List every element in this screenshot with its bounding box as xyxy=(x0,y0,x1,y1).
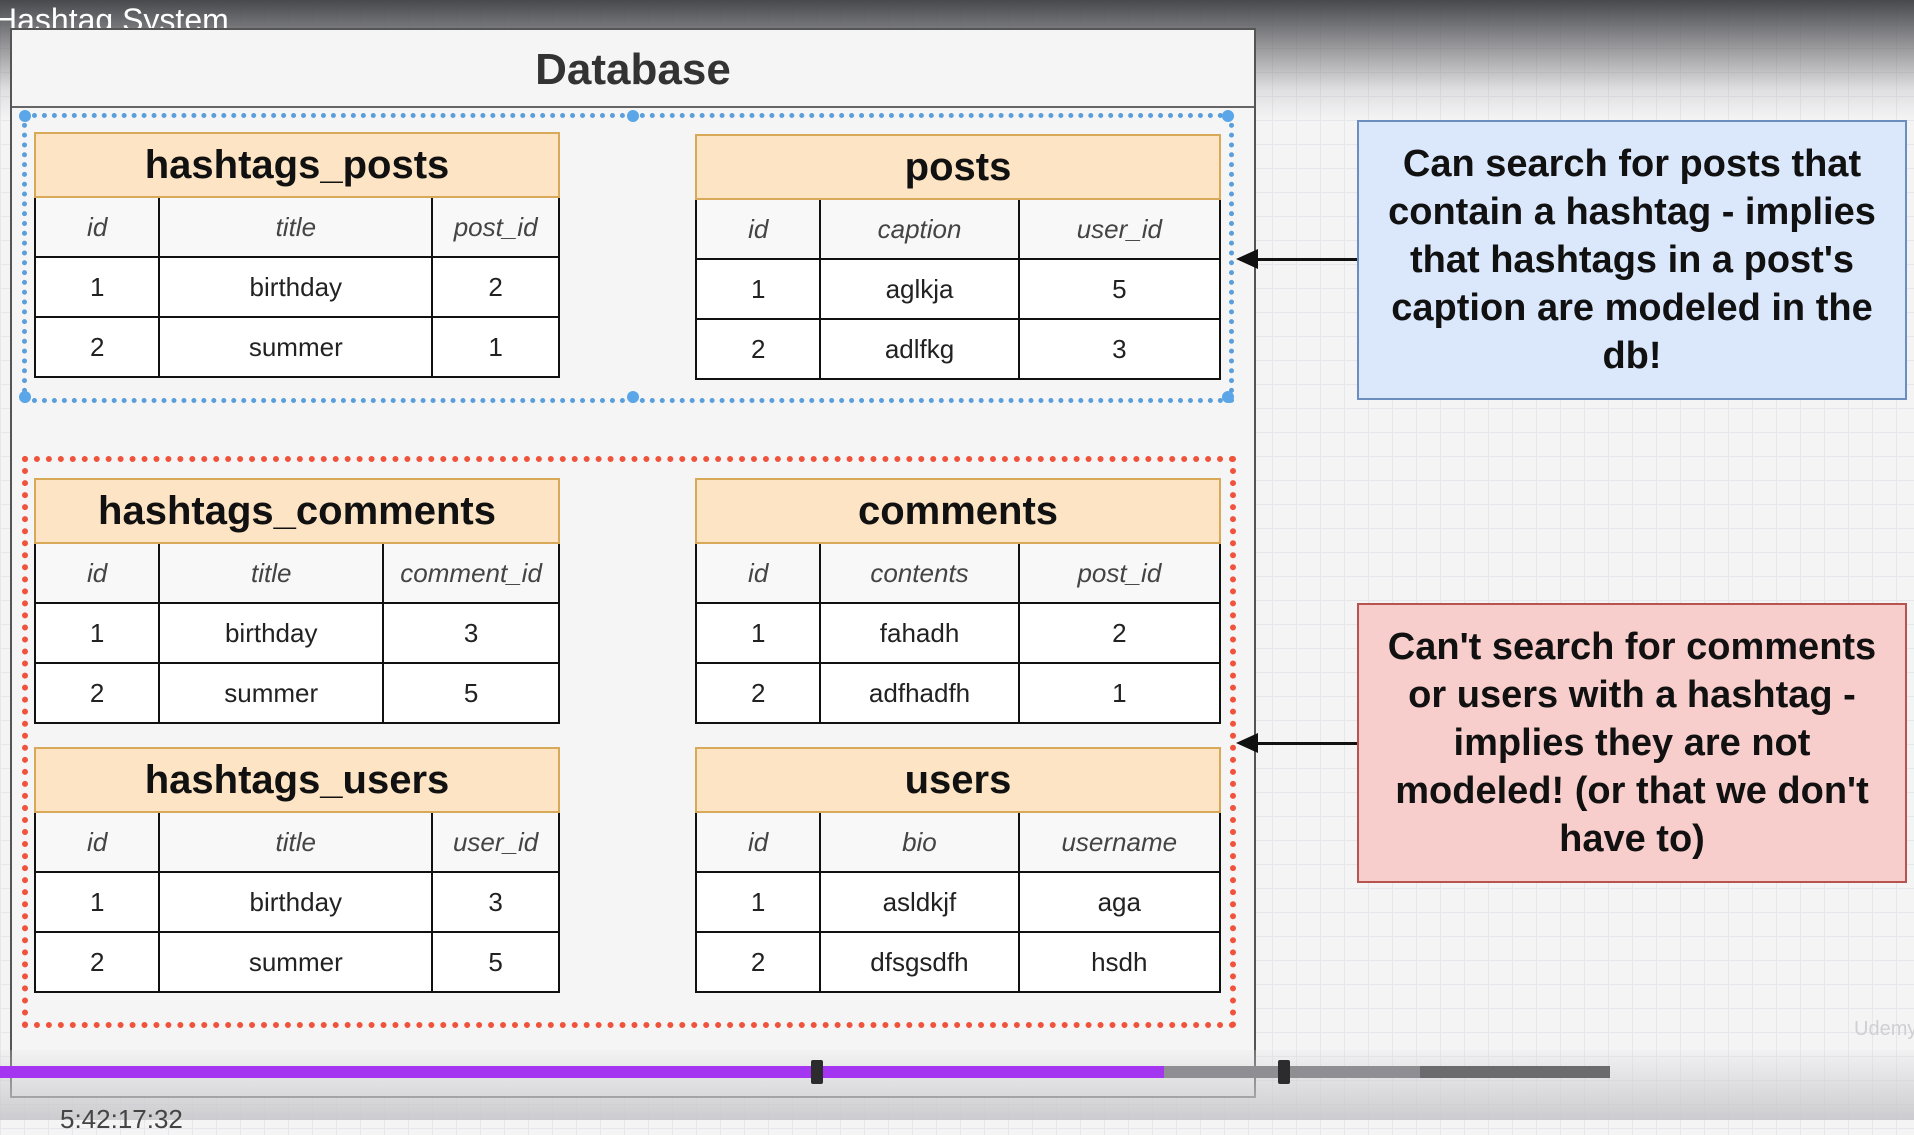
table-cell: summer xyxy=(158,662,385,724)
column-header: id xyxy=(33,542,161,604)
column-header: username xyxy=(1017,811,1222,873)
table-row: 2 summer 1 xyxy=(33,316,560,378)
table-cell: 2 xyxy=(694,662,822,724)
table-cell: summer xyxy=(158,316,434,378)
users-table[interactable]: users id bio username 1 asldkjf aga 2 df… xyxy=(694,747,1222,993)
progress-scrubber-handle[interactable] xyxy=(1278,1060,1290,1084)
column-header: post_id xyxy=(431,196,560,258)
table-cell: 5 xyxy=(382,662,560,724)
selection-handle-bm[interactable] xyxy=(627,391,639,403)
table-row: 2 summer 5 xyxy=(33,931,560,993)
modeled-note[interactable]: Can search for posts that contain a hash… xyxy=(1357,120,1907,400)
table-name: comments xyxy=(695,478,1221,544)
table-cell: 2 xyxy=(33,316,161,378)
table-cell: 1 xyxy=(694,602,822,664)
table-cell: 2 xyxy=(694,931,822,993)
table-row: 2 summer 5 xyxy=(33,662,560,724)
table-cell: 2 xyxy=(431,256,560,318)
not-modeled-note[interactable]: Can't search for comments or users with … xyxy=(1357,603,1907,883)
table-cell: hsdh xyxy=(1017,931,1222,993)
database-title: Database xyxy=(12,30,1254,108)
posts-table[interactable]: posts id caption user_id 1 aglkja 5 2 ad… xyxy=(694,134,1222,380)
hashtags-posts-table[interactable]: hashtags_posts id title post_id 1 birthd… xyxy=(33,132,560,378)
table-row: 1 asldkjf aga xyxy=(694,871,1222,933)
table-cell: 5 xyxy=(431,931,560,993)
table-cell: 1 xyxy=(33,602,161,664)
table-cell: birthday xyxy=(158,602,385,664)
table-cell: 1 xyxy=(694,258,822,320)
table-name: posts xyxy=(695,134,1221,200)
table-row: 2 dfsgsdfh hsdh xyxy=(694,931,1222,993)
udemy-watermark: Udemy xyxy=(1854,1018,1914,1040)
table-cell: 1 xyxy=(694,871,822,933)
column-header: caption xyxy=(819,198,1020,260)
table-row: 1 birthday 3 xyxy=(33,602,560,664)
table-cell: 3 xyxy=(382,602,560,664)
column-header: comment_id xyxy=(382,542,560,604)
table-cell: 3 xyxy=(1017,318,1222,380)
table-cell: birthday xyxy=(158,256,434,318)
table-cell: summer xyxy=(158,931,434,993)
table-row: 1 aglkja 5 xyxy=(694,258,1222,320)
column-header: title xyxy=(158,196,434,258)
table-row: 1 birthday 3 xyxy=(33,871,560,933)
progress-played-bar[interactable] xyxy=(0,1066,1164,1078)
unmodeled-tables-group[interactable] xyxy=(22,456,1236,1028)
table-cell: 1 xyxy=(431,316,560,378)
table-row: 1 fahadh 2 xyxy=(694,602,1222,664)
arrow-to-unmodeled-group[interactable] xyxy=(1236,733,1357,753)
table-cell: dfsgsdfh xyxy=(819,931,1020,993)
table-row: 2 adfhadfh 1 xyxy=(694,662,1222,724)
selection-handle-bl[interactable] xyxy=(19,391,31,403)
column-header: user_id xyxy=(431,811,560,873)
table-cell: adfhadfh xyxy=(819,662,1020,724)
hashtags-users-table[interactable]: hashtags_users id title user_id 1 birthd… xyxy=(33,747,560,993)
table-cell: aglkja xyxy=(819,258,1020,320)
table-row: 2 adlfkg 3 xyxy=(694,318,1222,380)
column-header: id xyxy=(33,811,161,873)
column-header: id xyxy=(694,542,822,604)
arrow-to-posts-group[interactable] xyxy=(1236,249,1357,269)
selection-handle-br[interactable] xyxy=(1222,391,1234,403)
table-cell: 2 xyxy=(1017,602,1222,664)
table-cell: 2 xyxy=(694,318,822,380)
table-cell: adlfkg xyxy=(819,318,1020,380)
column-header: title xyxy=(158,811,434,873)
table-cell: fahadh xyxy=(819,602,1020,664)
column-header: post_id xyxy=(1017,542,1222,604)
selection-handle-tl[interactable] xyxy=(19,110,31,122)
column-header: contents xyxy=(819,542,1020,604)
table-name: hashtags_comments xyxy=(34,478,560,544)
selection-box[interactable] xyxy=(19,110,1234,403)
table-cell: 2 xyxy=(33,931,161,993)
table-cell: 5 xyxy=(1017,258,1222,320)
table-cell: aga xyxy=(1017,871,1222,933)
table-cell: 3 xyxy=(431,871,560,933)
table-cell: 1 xyxy=(1017,662,1222,724)
comments-table[interactable]: comments id contents post_id 1 fahadh 2 … xyxy=(694,478,1222,724)
table-cell: 1 xyxy=(33,871,161,933)
column-header: id xyxy=(33,196,161,258)
table-name: hashtags_users xyxy=(34,747,560,813)
column-header: bio xyxy=(819,811,1020,873)
column-header: title xyxy=(158,542,385,604)
selection-handle-tr[interactable] xyxy=(1222,110,1234,122)
chapter-marker xyxy=(811,1060,823,1084)
column-header: id xyxy=(694,198,822,260)
column-header: user_id xyxy=(1017,198,1222,260)
video-player-controls xyxy=(0,1050,1914,1120)
table-row: 1 birthday 2 xyxy=(33,256,560,318)
table-cell: asldkjf xyxy=(819,871,1020,933)
table-cell: 1 xyxy=(33,256,161,318)
table-cell: birthday xyxy=(158,871,434,933)
table-name: hashtags_posts xyxy=(34,132,560,198)
column-header: id xyxy=(694,811,822,873)
table-cell: 2 xyxy=(33,662,161,724)
table-name: users xyxy=(695,747,1221,813)
hashtags-comments-table[interactable]: hashtags_comments id title comment_id 1 … xyxy=(33,478,560,724)
selection-handle-tm[interactable] xyxy=(627,110,639,122)
